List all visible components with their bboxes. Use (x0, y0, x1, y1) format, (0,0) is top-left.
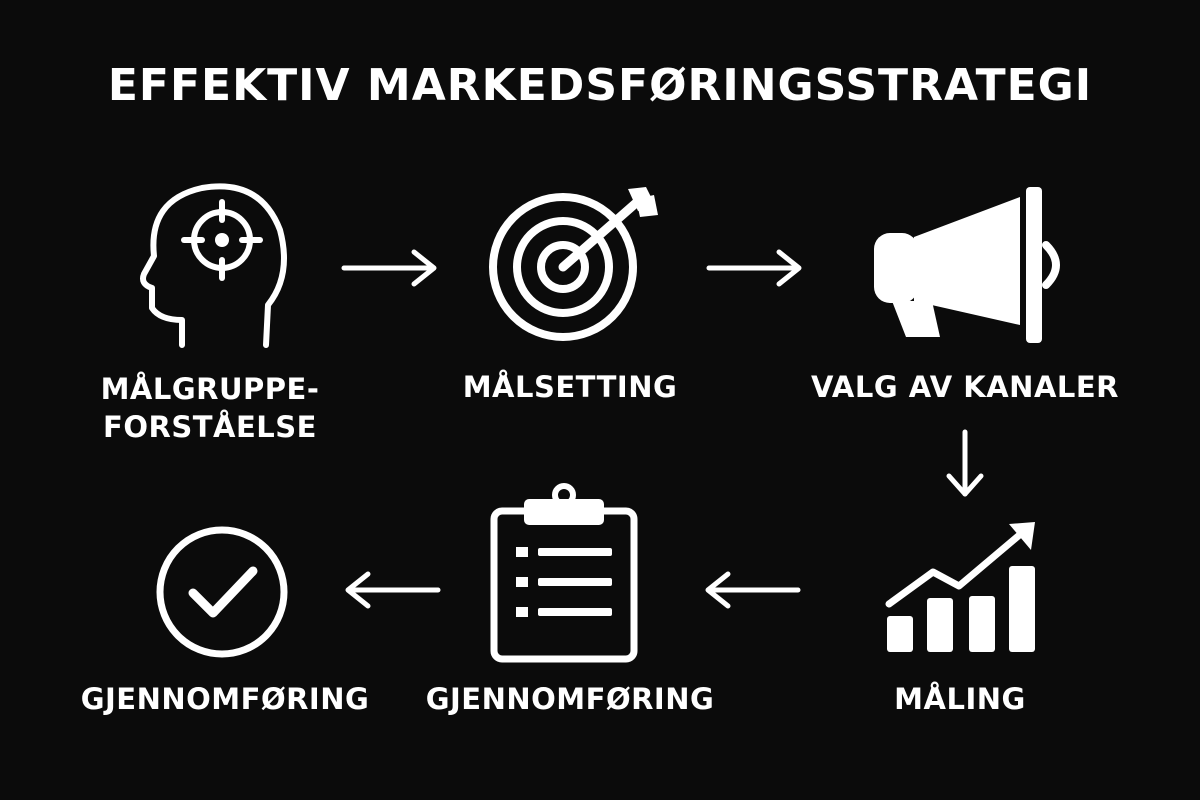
step-label-line: GJENNOMFØRING (425, 682, 715, 716)
arrow-right-icon (341, 249, 437, 287)
growth-chart-icon (885, 522, 1035, 652)
step-label-line: MÅLING (894, 682, 1026, 716)
arrow-right-icon (706, 249, 802, 287)
clipboard-icon (490, 483, 638, 663)
step-label-line: MÅLSETTING (462, 370, 678, 404)
step-label-gjennomforing-final: GJENNOMFØRING (75, 680, 375, 718)
step-label-maling: MÅLING (840, 680, 1080, 718)
check-circle-icon (156, 526, 288, 658)
step-label-gjennomforing: GJENNOMFØRING (420, 680, 720, 718)
step-label-line: VALG AV KANALER (810, 370, 1120, 404)
arrow-left-icon (705, 571, 801, 609)
megaphone-icon (874, 187, 1060, 343)
arrow-left-icon (345, 571, 441, 609)
step-label-line: FORSTÅELSE (103, 410, 317, 444)
step-label-line: MÅLGRUPPE- (100, 372, 320, 406)
diagram-title: EFFEKTIV MARKEDSFØRINGSSTRATEGI (107, 60, 1093, 111)
arrow-down-icon (946, 429, 984, 497)
step-label-valg-av-kanaler: VALG AV KANALER (810, 368, 1120, 406)
head-target-icon (140, 183, 287, 348)
step-label-line: GJENNOMFØRING (80, 682, 370, 716)
step-label-malsetting: MÅLSETTING (430, 368, 710, 406)
step-label-malgruppeforstaelse: MÅLGRUPPE- FORSTÅELSE (80, 370, 340, 446)
target-arrow-icon (489, 187, 658, 341)
